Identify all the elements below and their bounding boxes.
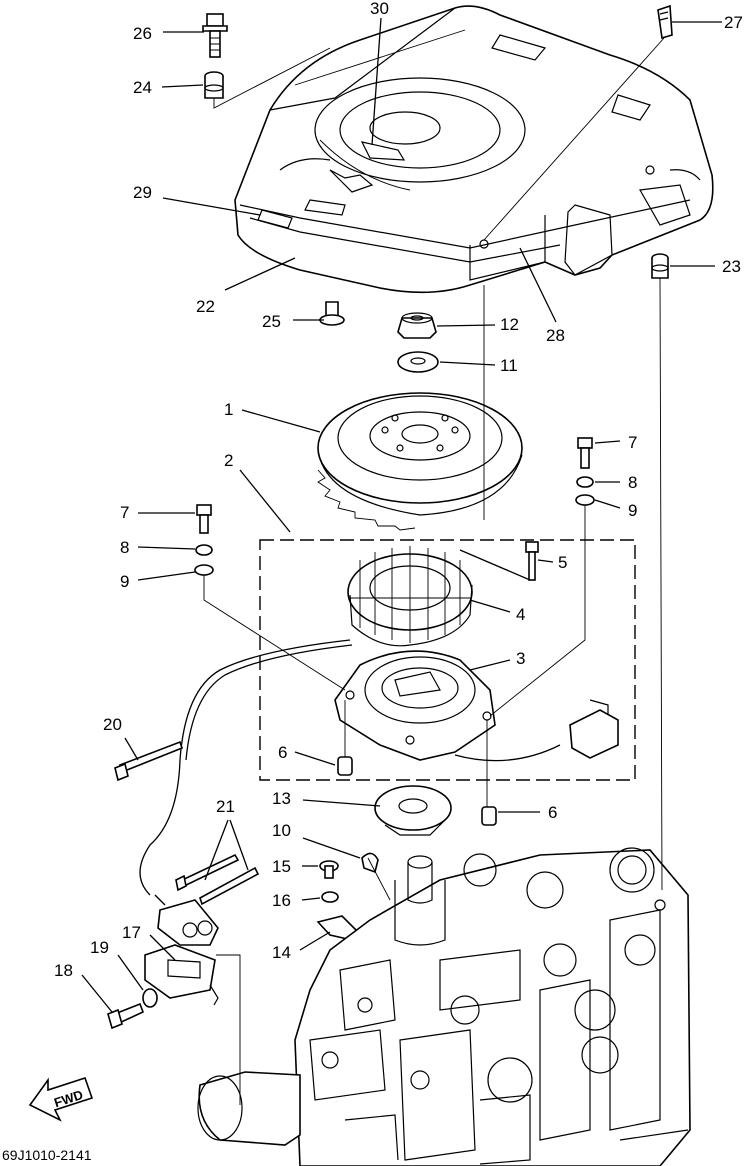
- dowel-6-right: [481, 806, 497, 826]
- callout-labels: 30 26 27 24 29 22 23 25 12 28 11 1 7 2 8…: [54, 0, 743, 980]
- callout-17: 17: [122, 923, 141, 942]
- connector-left: [154, 894, 219, 946]
- callout-8-left: 8: [120, 538, 129, 557]
- callout-28: 28: [546, 326, 565, 345]
- callout-30: 30: [370, 0, 389, 18]
- callout-7-right: 7: [628, 433, 637, 452]
- washer-8-right: [576, 476, 594, 488]
- wire-harness-2: [185, 644, 353, 761]
- cable-ties: [114, 740, 260, 906]
- callout-24: 24: [133, 78, 152, 97]
- fwd-direction-arrow: FWD: [28, 1076, 94, 1122]
- callout-18: 18: [54, 961, 73, 980]
- callout-4: 4: [516, 605, 525, 624]
- callout-14: 14: [272, 943, 291, 962]
- washer-16: [321, 891, 339, 903]
- callout-11: 11: [500, 356, 518, 375]
- clip-27: [657, 4, 673, 40]
- starter-motor: [197, 1071, 301, 1146]
- washer-8-left: [195, 544, 213, 556]
- washer-11: [397, 351, 439, 373]
- leader-lines: [81, 17, 722, 1105]
- callout-9-right: 9: [628, 501, 637, 520]
- nut-12: [397, 312, 437, 339]
- callout-12: 12: [500, 315, 519, 334]
- callout-25: 25: [262, 312, 281, 331]
- callout-3: 3: [516, 649, 525, 668]
- washer-9-right: [575, 494, 595, 506]
- callout-6-right: 6: [548, 803, 557, 822]
- washer-19: [142, 988, 158, 1008]
- callout-21: 21: [216, 797, 235, 816]
- bracket: [144, 944, 219, 1006]
- stator: [347, 546, 473, 647]
- callout-27: 27: [724, 13, 743, 32]
- flywheel: [317, 392, 523, 531]
- stator-base: [334, 650, 496, 761]
- callout-23: 23: [722, 257, 741, 276]
- screw-5: [525, 541, 539, 581]
- collar-25: [319, 301, 345, 326]
- callout-13: 13: [272, 789, 291, 808]
- bolt-7-right: [577, 437, 593, 469]
- callout-7-left: 7: [120, 503, 129, 522]
- callout-2: 2: [224, 451, 233, 470]
- diagram-code: 69J1010-2141: [2, 1147, 92, 1163]
- connector-right: [454, 699, 619, 762]
- callout-6-left: 6: [278, 743, 287, 762]
- grommet-23: [651, 253, 669, 279]
- bolt-26: [202, 13, 228, 58]
- callout-9-left: 9: [120, 572, 129, 591]
- pulser-coil: [374, 785, 452, 836]
- bolt-7-left: [196, 504, 212, 534]
- callout-26: 26: [133, 24, 152, 43]
- washer-9-left: [194, 564, 214, 576]
- callout-10: 10: [272, 821, 291, 840]
- callout-19: 19: [90, 938, 109, 957]
- screw-15: [319, 860, 339, 879]
- callout-15: 15: [272, 857, 291, 876]
- callout-29: 29: [133, 183, 152, 202]
- callout-22: 22: [196, 297, 215, 316]
- callout-20: 20: [103, 715, 122, 734]
- callout-16: 16: [272, 891, 291, 910]
- callout-5: 5: [558, 553, 567, 572]
- stator-assembly-box: [259, 539, 636, 781]
- callout-8-right: 8: [628, 473, 637, 492]
- flywheel-cover: [234, 5, 714, 294]
- dowel-6-left: [337, 756, 353, 776]
- grommet-24: [204, 71, 224, 99]
- engine-block: [294, 847, 691, 1166]
- wire-harness: [139, 639, 351, 896]
- callout-1: 1: [224, 400, 233, 419]
